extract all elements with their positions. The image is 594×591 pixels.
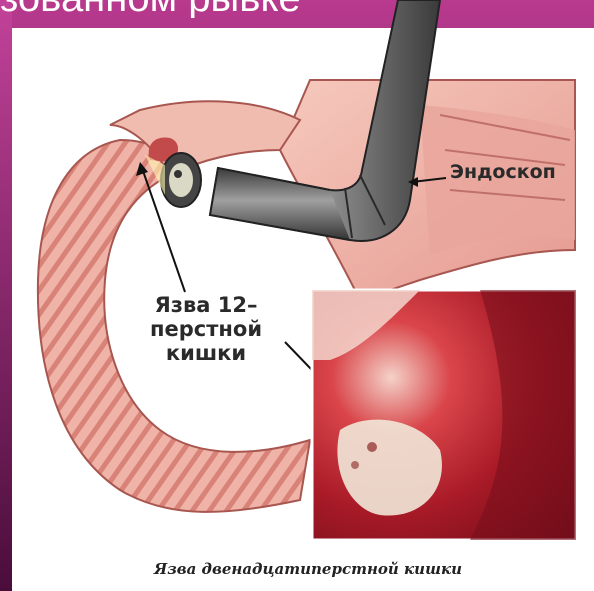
ulcer-label-line2: перстной — [150, 317, 262, 341]
ulcer-label: Язва 12– перстной кишки — [150, 293, 262, 365]
figure-caption: Язва двенадцатиперстной кишки — [118, 560, 498, 578]
ulcer-label-line1: Язва 12– — [150, 293, 262, 317]
endoscope-label: Эндоскоп — [450, 161, 556, 183]
ulcer-label-line3: кишки — [150, 341, 262, 365]
endoscopy-photo — [312, 290, 576, 540]
